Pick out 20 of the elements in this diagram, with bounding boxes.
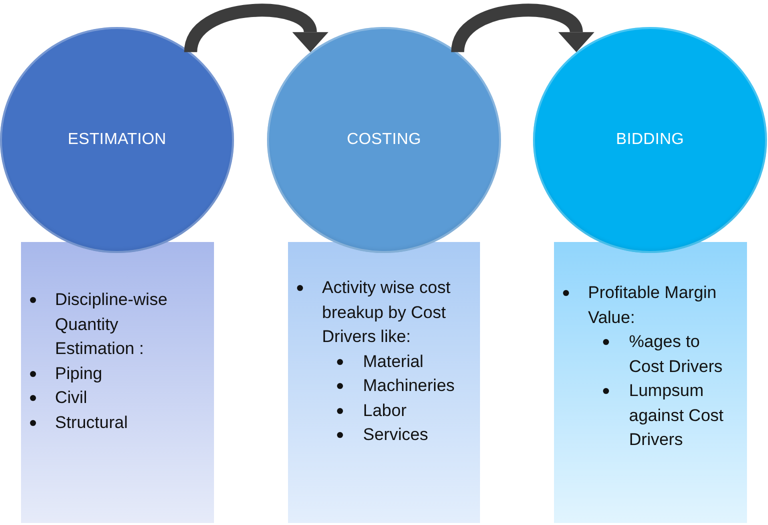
bullet-text: Services (363, 424, 428, 446)
curved-arrow (451, 4, 594, 54)
bullet-text: Discipline-wise Quantity Estimation : (55, 289, 168, 360)
bullet-text: Lumpsum against Cost Drivers (629, 380, 724, 451)
bullet-text: Machineries (363, 375, 455, 397)
stage-title: BIDDING (616, 131, 684, 149)
bullet-text: Activity wise cost breakup by Cost Drivers like: (322, 277, 452, 348)
curved-arrow (184, 4, 328, 54)
bullet-text: Structural (55, 412, 128, 434)
stage-title: ESTIMATION (68, 131, 166, 149)
bullet-text: Civil (55, 387, 88, 409)
bullet-text: Material (363, 350, 424, 372)
bullet-text: %ages to Cost Drivers (629, 331, 724, 378)
stage-title: COSTING (346, 131, 422, 149)
list-panel (554, 242, 747, 523)
bullet-text: Labor (363, 400, 406, 422)
list-panel (21, 242, 214, 523)
list-panel (288, 242, 480, 523)
bullet-text: Profitable Margin Value: (588, 282, 718, 328)
bullet-text: Piping (55, 362, 102, 384)
